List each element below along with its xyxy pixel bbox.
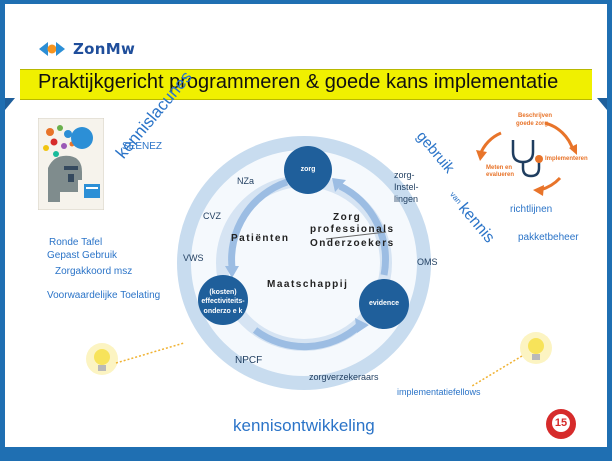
label-zorginstellingen-2: Instel- — [394, 182, 419, 192]
node-zorg: zorg — [300, 166, 316, 173]
center-onderzoekers: Onderzoekers — [310, 238, 395, 249]
badge-number: 15 — [552, 414, 570, 432]
title-bar — [20, 69, 592, 100]
label-nza: NZa — [237, 176, 255, 186]
label-zorgverzekeraars: zorgverzekeraars — [309, 372, 379, 382]
label-implementeren: Implementeren — [545, 156, 588, 162]
node-kosten-line1: (kosten) — [209, 289, 237, 296]
label-beschrijven-2: goede zorg — [516, 121, 549, 127]
stethoscope-icon — [511, 140, 543, 178]
arrowhead-zorg — [332, 178, 346, 192]
label-ronde-tafel: Ronde Tafel — [49, 237, 103, 248]
label-zorgakkoord: Zorgakkoord msz — [55, 266, 133, 277]
arrow-kosten-to-evidence — [252, 322, 363, 351]
node-kosten-line3: onderzo e k — [203, 308, 243, 315]
node-kosten-circle — [198, 275, 248, 325]
node-evidence: evidence — [369, 300, 399, 307]
zonmw-logo-icon — [39, 42, 65, 56]
zonmw-logo: ZonMw — [37, 40, 135, 58]
label-cvz: CVZ — [203, 211, 221, 221]
center-zorg: Zorg — [333, 212, 362, 223]
label-oms: OMS — [417, 257, 438, 267]
label-meten-2: evalueren — [486, 172, 515, 178]
slide-title: Praktijkgericht programmeren & goede kan… — [38, 71, 559, 93]
arrow-zorg-to-kosten — [228, 178, 289, 269]
arrowhead-evidence — [355, 318, 369, 333]
label-npcf: NPCF — [235, 355, 263, 366]
frame-bottom — [0, 447, 612, 461]
lightbulb-icon — [86, 342, 185, 375]
center-professionals: professionals — [310, 224, 395, 235]
node-zorg-circle — [284, 146, 332, 194]
book-cover-image — [38, 118, 104, 210]
center-divider — [325, 231, 387, 240]
lightbulb-icon — [471, 332, 552, 387]
label-voorwaardelijke-toelating: Voorwaardelijke Toelating — [47, 290, 161, 301]
frame-top — [0, 0, 612, 4]
label-beschrijven-1: Beschrijven — [518, 113, 553, 119]
label-gepast-gebruik: Gepast Gebruik — [47, 250, 118, 261]
label-pakketbeheer: pakketbeheer — [518, 232, 579, 243]
label-meten-1: Meten en — [486, 165, 513, 171]
node-kosten-line2: effectiviteits- — [201, 298, 245, 305]
center-patienten: Patiënten — [231, 233, 290, 244]
logo-text: ZonMw — [73, 40, 136, 58]
label-vws: VWS — [183, 253, 204, 263]
node-evidence-circle — [359, 279, 409, 329]
arrow-evidence-to-zorg — [338, 182, 389, 276]
title-tab-right — [597, 98, 607, 110]
frame-right — [607, 0, 612, 461]
center-maatschappij: Maatschappij — [267, 279, 349, 290]
label-seenez: SEENEZ — [122, 141, 163, 152]
label-implementatiefellows: implementatiefellows — [397, 387, 481, 397]
arrowhead-kosten — [225, 266, 239, 278]
label-zorginstellingen-3: lingen — [394, 194, 419, 204]
label-kennisontwikkeling: kennisontwikkeling — [233, 416, 375, 435]
label-zorginstellingen-1: zorg- — [394, 170, 415, 180]
title-tab-left — [5, 98, 15, 110]
frame-left — [0, 0, 5, 461]
label-richtlijnen: richtlijnen — [510, 204, 553, 215]
